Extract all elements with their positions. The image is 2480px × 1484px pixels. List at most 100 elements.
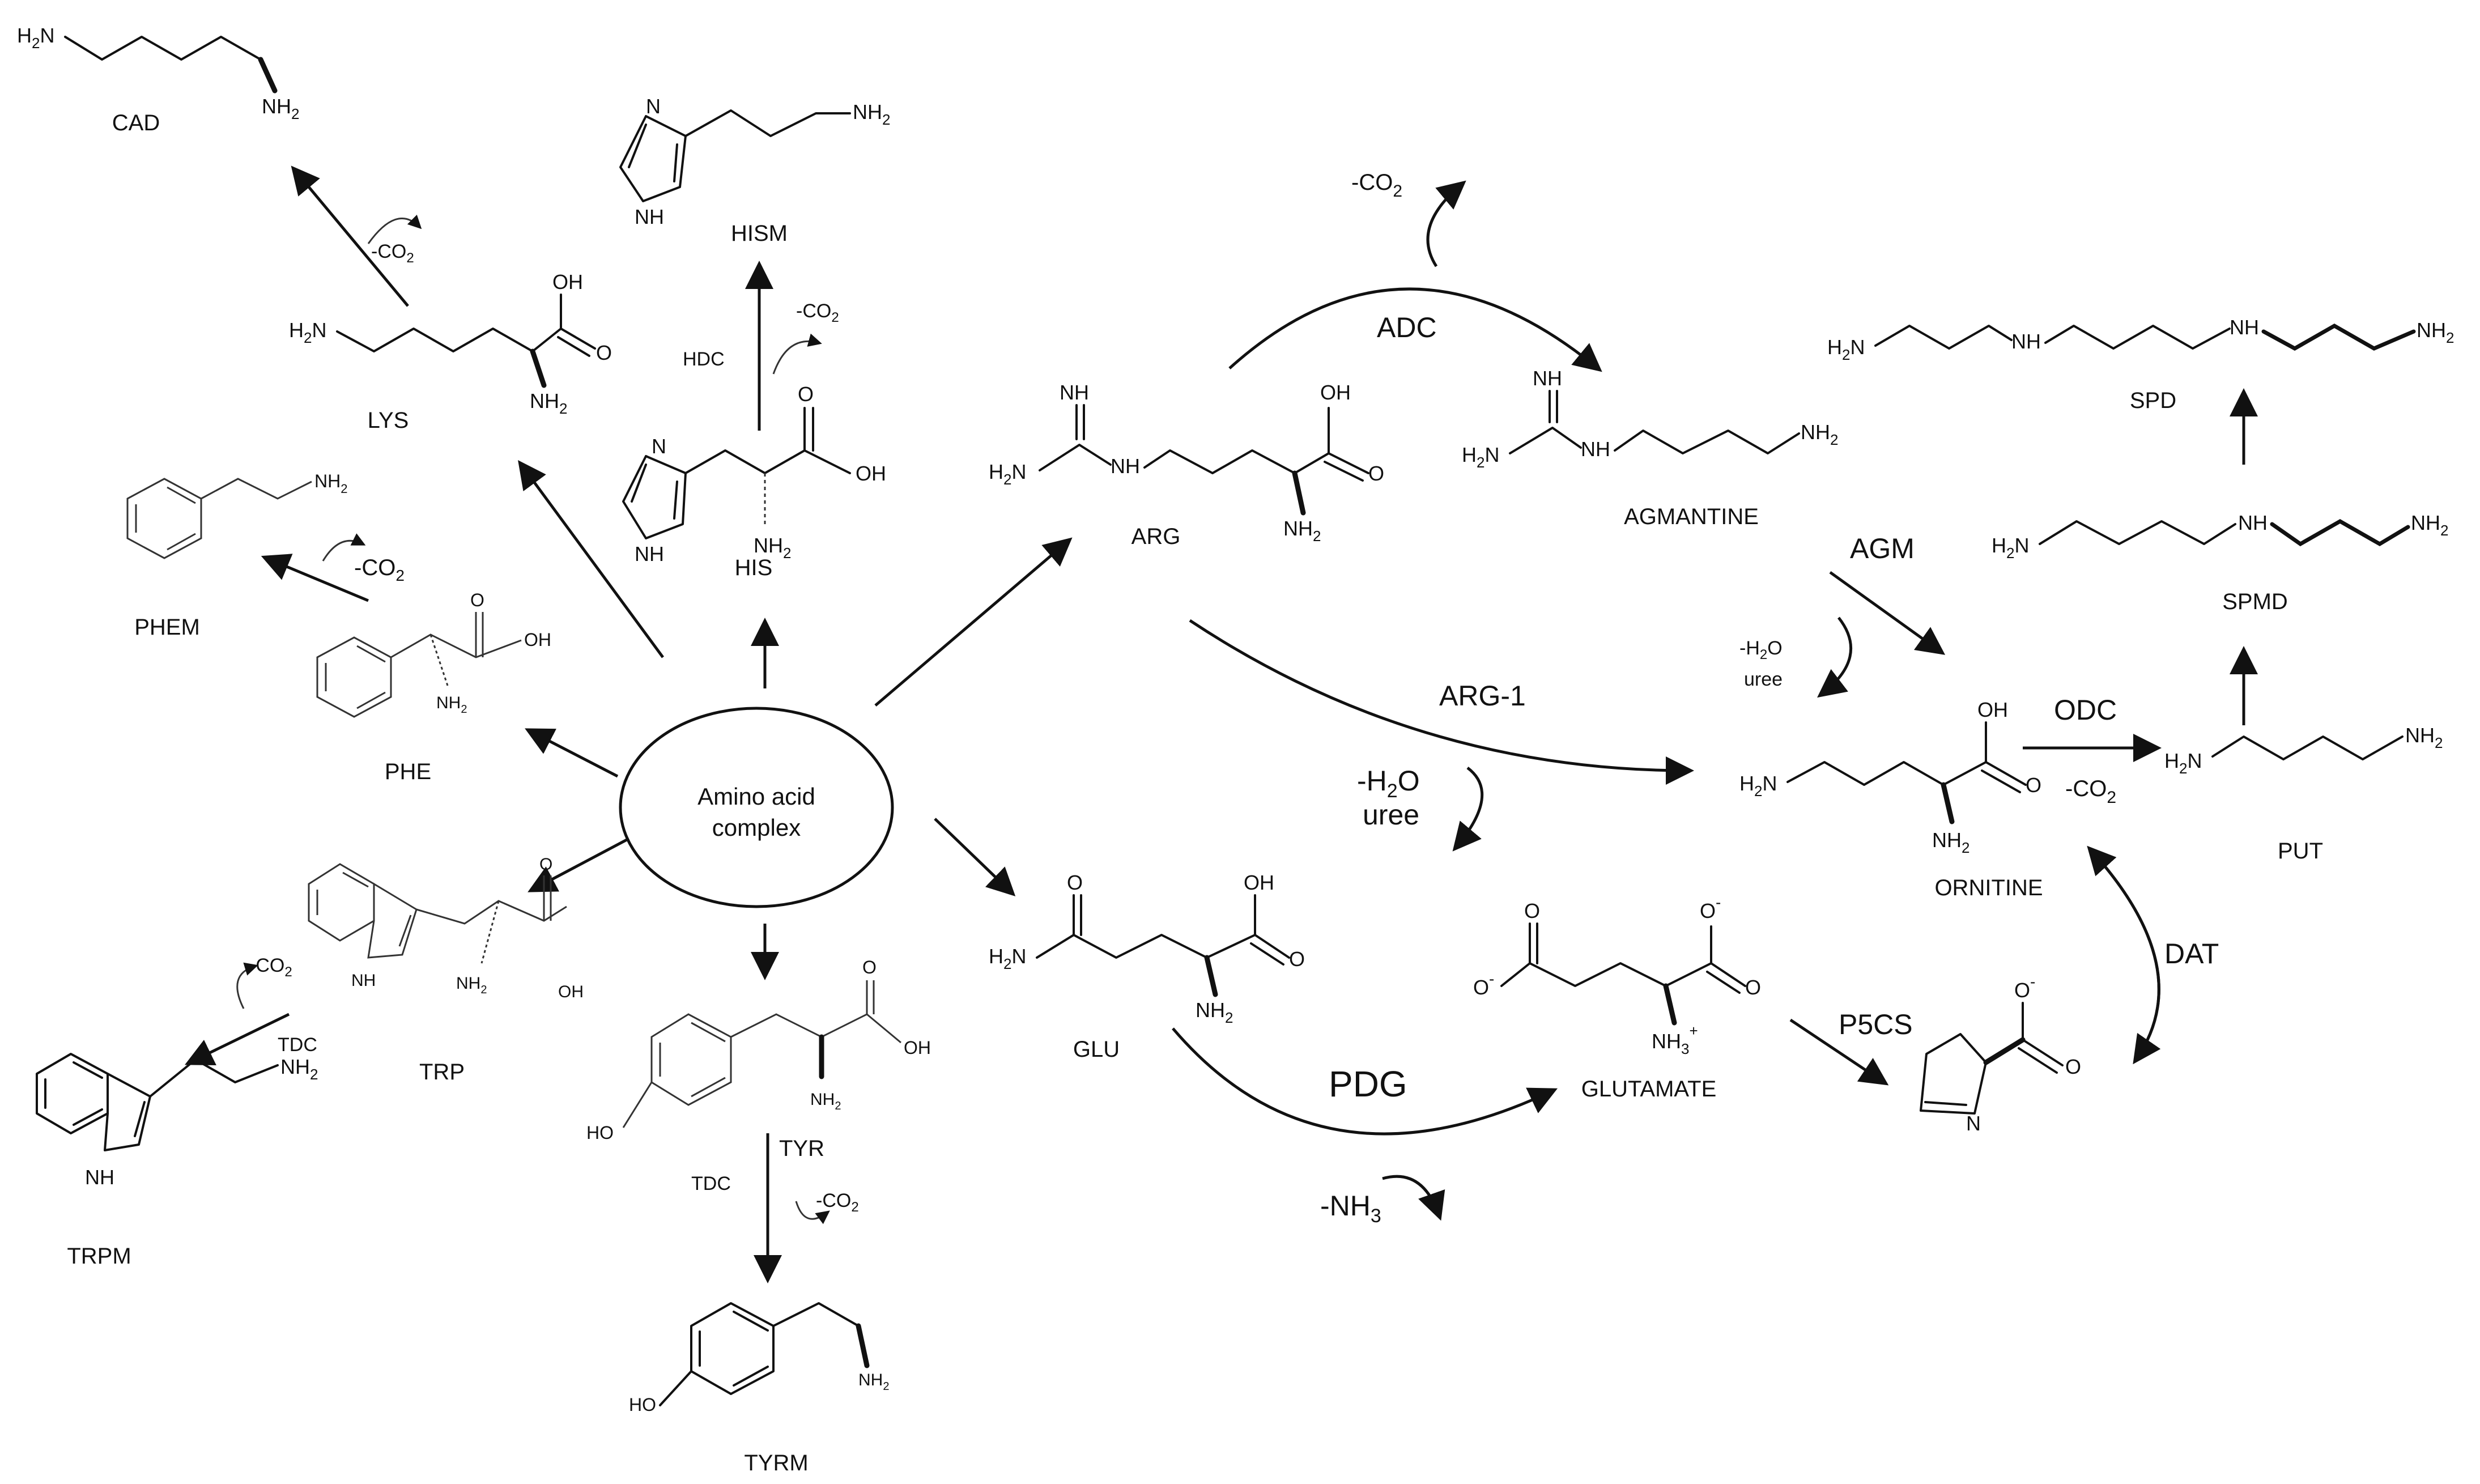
h2o-arg1: -H2O (1357, 765, 1420, 802)
put-nh2-atom: NH2 (2405, 724, 2443, 751)
tdc-trp-enzyme: TDC (278, 1034, 317, 1056)
glutamate-o-minus-atom: O- (1473, 970, 1494, 999)
agmantine-label: AGMANTINE (1624, 504, 1759, 529)
trpm-structure: NH NH2 TRPM (36, 1053, 318, 1269)
agm-nh-atom-top: NH (1533, 367, 1562, 390)
amino-acid-complex-node: Amino acid complex (619, 707, 894, 908)
co2-curl-trpm (236, 962, 258, 1009)
his-n-atom: N (652, 435, 666, 458)
arg-structure: NH H2N NH OH O NH2 ARG (989, 381, 1384, 549)
arrow-to-arg (874, 537, 1073, 707)
spmd-nh-atom: NH (2238, 511, 2268, 534)
arrow-glutamate-to-p5c (1789, 1018, 1889, 1086)
phe-oh-atom: OH (524, 630, 551, 650)
phe-o-atom: O (470, 590, 484, 610)
his-structure: N NH O OH NH2 HIS (622, 382, 886, 580)
trpm-nh2-atom: NH2 (280, 1055, 318, 1083)
tyrm-ho-atom: HO (629, 1394, 656, 1415)
nh3-byproduct: -NH3 (1320, 1190, 1381, 1227)
arg-h2n-atom: H2N (989, 460, 1026, 488)
phem-label: PHEM (134, 615, 200, 640)
glutamate-nh3-atom: NH3+ (1652, 1022, 1698, 1057)
p5c-n-atom: N (1966, 1112, 1981, 1135)
spd-nh-atom-2: NH (2230, 316, 2259, 339)
lys-structure: H2N NH2 OH O LYS (289, 270, 612, 433)
arg1-enzyme: ARG-1 (1439, 680, 1526, 712)
agmantine-structure: NH H2N NH NH2 AGMANTINE (1462, 367, 1838, 529)
spd-nh-atom-1: NH (2011, 330, 2041, 353)
glu-h2n-atom: H2N (989, 945, 1026, 972)
trpm-label: TRPM (67, 1244, 131, 1269)
arrow-to-lys (518, 460, 665, 658)
arrow-agmantine-to-ornitine (1829, 571, 1946, 655)
agm-nh2-atom: NH2 (1801, 420, 1838, 448)
trp-structure: NH O OH NH2 TRP (308, 855, 584, 1085)
spd-h2n-atom: H2N (1827, 335, 1865, 363)
cad-nh2-atom: NH2 (262, 95, 299, 122)
tyrm-structure: HO NH2 TYRM (629, 1302, 889, 1476)
arg-o-atom: O (1368, 462, 1384, 485)
arg-label: ARG (1131, 524, 1181, 549)
glutamate-o-atom-1: O (1524, 899, 1540, 922)
trpm-nh-atom: NH (85, 1166, 114, 1189)
glu-label: GLU (1073, 1037, 1120, 1062)
arrow-to-glu (934, 818, 1016, 896)
spmd-label: SPMD (2222, 589, 2288, 614)
phe-structure: O OH NH2 PHE (316, 590, 551, 784)
arg-nh-atom: NH (1111, 454, 1140, 478)
agm-enzyme: AGM (1850, 533, 1915, 564)
ornitine-label: ORNITINE (1934, 875, 2043, 900)
arrow-arg-to-agmantine (1228, 287, 1602, 372)
spmd-h2n-atom: H2N (1992, 534, 2029, 562)
glu-structure: H2N O OH O NH2 GLU (989, 871, 1305, 1062)
lys-nh2-atom: NH2 (530, 389, 567, 417)
phe-nh2-atom: NH2 (436, 694, 467, 716)
trp-nh2-atom: NH2 (456, 974, 487, 996)
glu-o-atom-2: O (1289, 947, 1305, 971)
trp-oh-atom: OH (558, 983, 584, 1001)
h2o-curl-agm (1817, 616, 1852, 698)
trp-o-atom: O (539, 855, 552, 874)
cad-label: CAD (112, 110, 160, 135)
phe-label: PHE (385, 759, 431, 784)
adc-enzyme: ADC (1377, 312, 1437, 343)
tdc-tyr-enzyme: TDC (691, 1173, 731, 1194)
arg-oh-atom: OH (1320, 381, 1351, 404)
tyr-structure: HO O OH NH2 TYR (586, 957, 931, 1161)
hism-n-atom: N (646, 95, 661, 118)
h2o-agm: -H2O (1739, 637, 1783, 662)
co2-hism: -CO2 (796, 300, 839, 325)
his-label: HIS (735, 555, 773, 580)
arg-nh2-atom: NH2 (1283, 517, 1321, 545)
lys-label: LYS (368, 408, 409, 433)
pdg-enzyme: PDG (1329, 1064, 1407, 1104)
spmd-nh2-atom: NH2 (2411, 511, 2448, 539)
arrow-glu-to-glutamate (1172, 1027, 1558, 1136)
co2-cad: -CO2 (371, 241, 414, 266)
arrow-phe-to-phem (261, 554, 369, 602)
hism-label: HISM (731, 221, 788, 246)
tyr-o-atom: O (862, 957, 877, 977)
his-oh-atom: OH (856, 462, 886, 485)
ornitine-structure: H2N OH O NH2 ORNITINE (1739, 698, 2043, 900)
trp-nh-atom: NH (351, 971, 376, 990)
p5c-structure: N O- O (1920, 973, 2081, 1135)
lys-oh-atom: OH (552, 270, 583, 294)
dat-enzyme: DAT (2164, 938, 2219, 970)
odc-enzyme: ODC (2054, 694, 2117, 726)
co2-curl-hism (772, 333, 822, 375)
arrow-lys-to-cad (291, 165, 409, 307)
center-arrows (518, 460, 1073, 980)
his-o-atom: O (798, 382, 814, 406)
spd-nh2-atom: NH2 (2417, 318, 2454, 346)
phem-structure: NH2 PHEM (126, 471, 347, 640)
glu-o-atom-1: O (1067, 871, 1083, 894)
glutamate-o-atom-2: O (1745, 976, 1761, 999)
put-structure: H2N NH2 PUT (2164, 724, 2443, 864)
phem-nh2-atom: NH2 (314, 471, 347, 496)
spd-structure: H2N NH NH NH2 SPD (1827, 316, 2454, 413)
lys-o-atom: O (596, 341, 612, 364)
co2-tyrm: -CO2 (816, 1190, 859, 1215)
orn-oh-atom: OH (1977, 698, 2008, 721)
